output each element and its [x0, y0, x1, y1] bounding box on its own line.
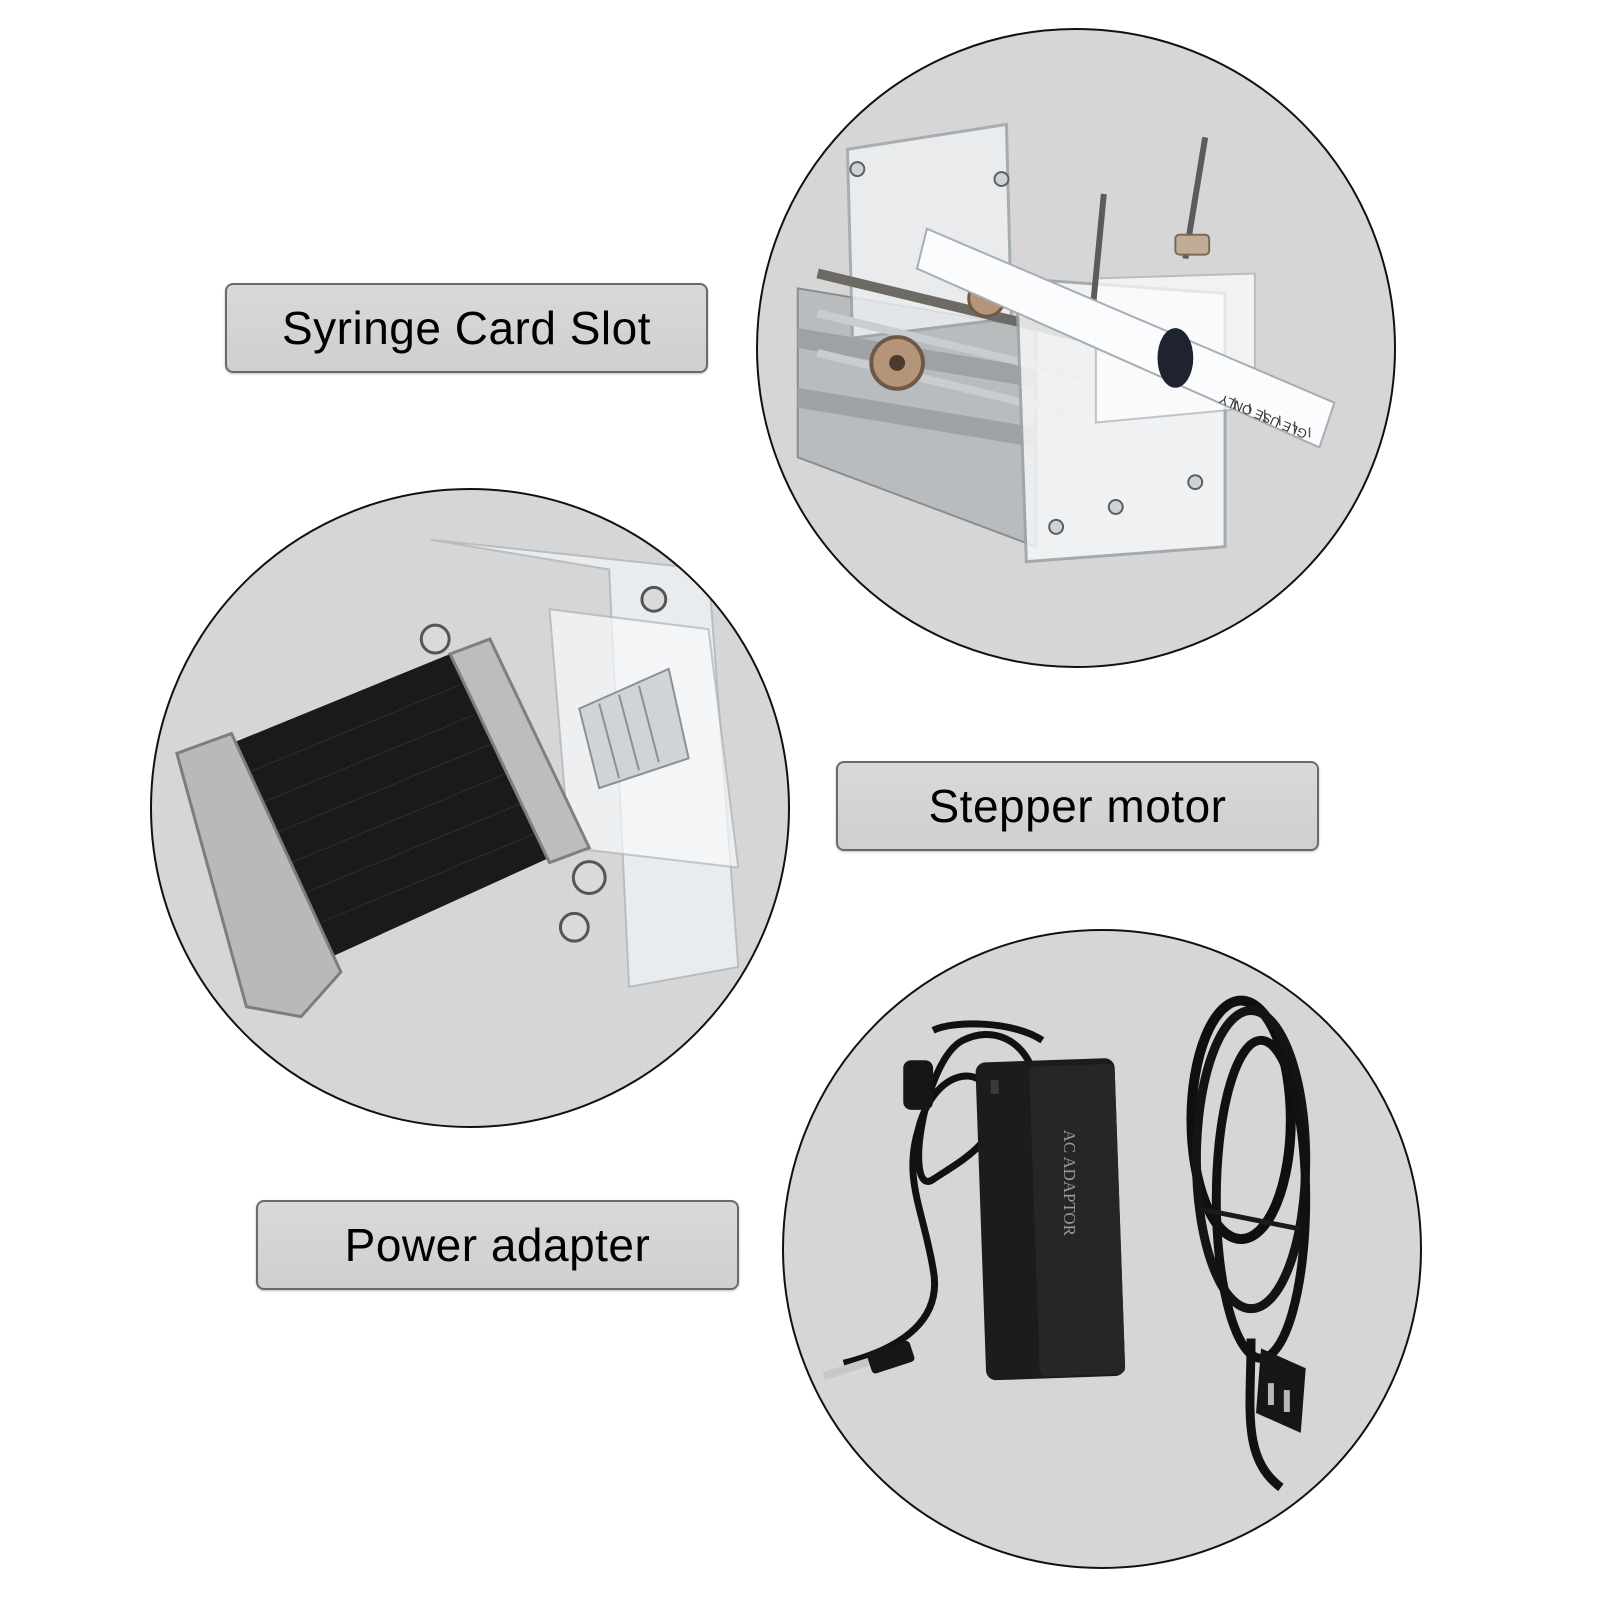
power-adapter-illustration: AC ADAPTOR	[822, 995, 1311, 1492]
syringe-card-slot-text: Syringe Card Slot	[282, 302, 651, 354]
stepper-motor-illustration	[175, 538, 740, 1019]
stepper-motor-label: Stepper motor	[836, 761, 1319, 851]
stepper-motor-text: Stepper motor	[928, 780, 1227, 832]
syringe-pump-photo: GLE USE ONLY	[756, 28, 1396, 668]
syringe-pump-illustration: GLE USE ONLY	[796, 122, 1336, 564]
power-adapter-label: Power adapter	[256, 1200, 739, 1290]
stepper-motor-photo	[150, 488, 790, 1128]
power-adapter-photo: AC ADAPTOR	[782, 929, 1422, 1569]
adapter-text: AC ADAPTOR	[1060, 1130, 1079, 1237]
syringe-card-slot-label: Syringe Card Slot	[225, 283, 708, 373]
power-adapter-text: Power adapter	[344, 1219, 651, 1271]
